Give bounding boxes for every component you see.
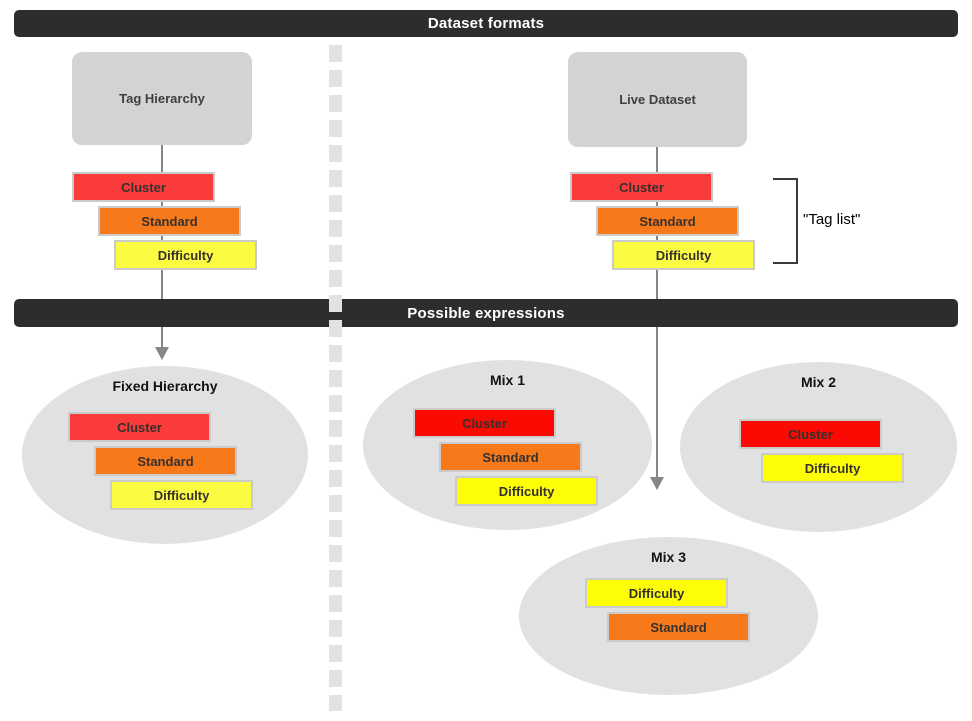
tag-standard: Standard — [596, 206, 739, 236]
tag-cluster: Cluster — [413, 408, 556, 438]
tag-difficulty: Difficulty — [110, 480, 253, 510]
tag-difficulty: Difficulty — [114, 240, 257, 270]
banner-possible-expressions: Possible expressions — [14, 299, 958, 327]
tag-cluster: Cluster — [739, 419, 882, 449]
ellipse-mix-1-title: Mix 1 — [489, 372, 525, 388]
ellipse-mix-2-title: Mix 2 — [800, 374, 836, 390]
banner-dataset-formats: Dataset formats — [14, 10, 958, 37]
box-live-dataset-label: Live Dataset — [619, 92, 696, 107]
box-tag-hierarchy-label: Tag Hierarchy — [119, 91, 205, 106]
arrow-down-icon — [650, 477, 664, 490]
dashed-divider-line — [329, 45, 342, 711]
tag-difficulty: Difficulty — [761, 453, 904, 483]
banner-possible-expressions-label: Possible expressions — [407, 304, 565, 322]
tag-standard: Standard — [98, 206, 241, 236]
tag-difficulty: Difficulty — [612, 240, 755, 270]
tag-cluster: Cluster — [72, 172, 215, 202]
tag-cluster: Cluster — [68, 412, 211, 442]
tag-cluster: Cluster — [570, 172, 713, 202]
ellipse-fixed-hierarchy-title: Fixed Hierarchy — [112, 378, 218, 394]
tag-difficulty: Difficulty — [585, 578, 728, 608]
tag-difficulty: Difficulty — [455, 476, 598, 506]
box-live-dataset: Live Dataset — [568, 52, 747, 147]
box-tag-hierarchy: Tag Hierarchy — [72, 52, 252, 145]
arrow-down-icon — [155, 347, 169, 360]
ellipse-mix-3-title: Mix 3 — [650, 549, 686, 565]
tag-list-bracket — [773, 178, 798, 264]
tag-standard: Standard — [439, 442, 582, 472]
tag-standard: Standard — [607, 612, 750, 642]
banner-dataset-formats-label: Dataset formats — [427, 15, 545, 32]
tag-list-label: "Tag list" — [803, 211, 861, 228]
tag-standard: Standard — [94, 446, 237, 476]
